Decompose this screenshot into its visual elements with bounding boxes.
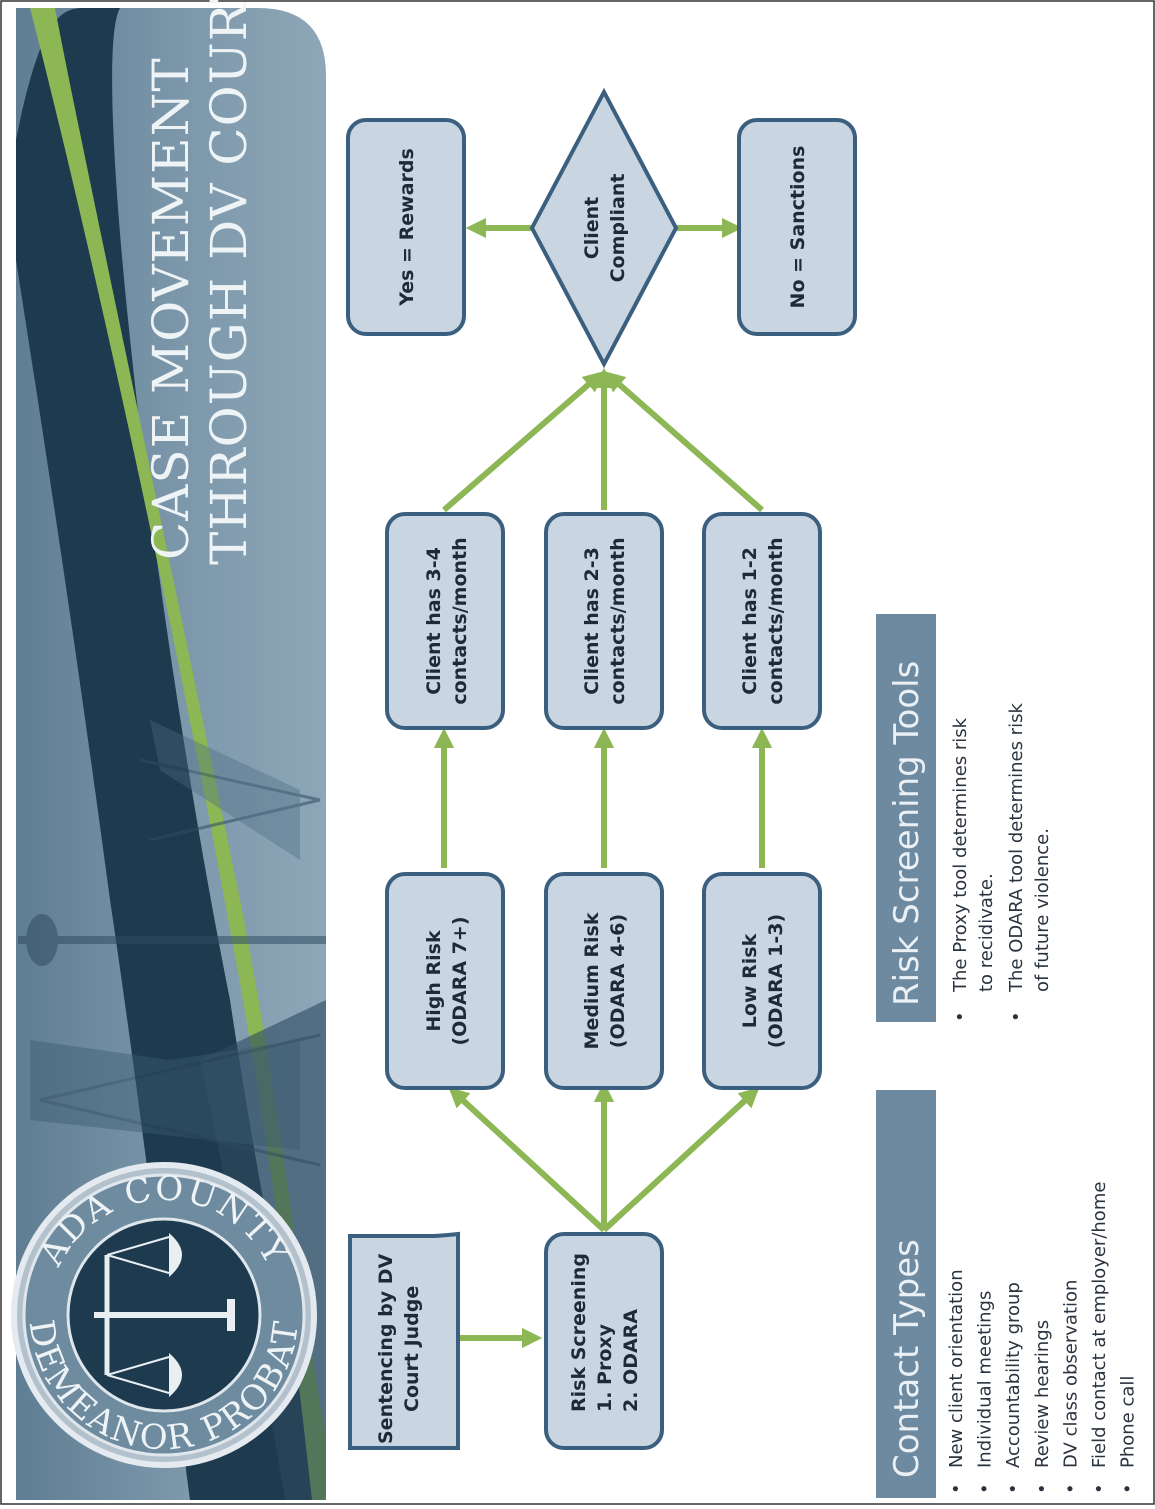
medium-risk-line-1: Medium Risk	[581, 912, 603, 1049]
contact-type-bullet: •	[1089, 1483, 1110, 1494]
screening-line-2: 1. Proxy	[594, 1323, 616, 1412]
medium-risk-box	[544, 872, 664, 1090]
arrow-high-contacts-to-compliant	[442, 371, 604, 513]
arrow-screening-to-high	[448, 1087, 607, 1233]
low-contacts-line-1: Client has 1-2	[739, 547, 761, 695]
contact-types-title-bar	[876, 1090, 936, 1498]
contact-type-item: Field contact at employer/home	[1089, 1182, 1110, 1468]
contact-type-item: Review hearings	[1032, 1320, 1053, 1468]
medium-contacts-box	[544, 512, 664, 730]
contact-type-item: New client orientation	[946, 1269, 967, 1468]
low-risk-box	[702, 872, 822, 1090]
medium-contacts-line-1: Client has 2-3	[581, 547, 603, 695]
medium-contacts-line-2: contacts/month	[607, 537, 629, 704]
high-contacts-line-1: Client has 3-4	[423, 547, 445, 695]
compliant-line-2: Compliant	[607, 174, 629, 283]
compliant-line-1: Client	[581, 197, 603, 259]
contact-type-item: Individual meetings	[975, 1291, 996, 1468]
risk-tools-title: Risk Screening Tools	[887, 661, 927, 1006]
medium-risk-line-2: (ODARA 4-6)	[607, 914, 629, 1048]
high-risk-line-1: High Risk	[423, 930, 445, 1032]
arrow-low-contacts-to-compliant	[604, 371, 764, 513]
risk-tools-item-2-line-2: of future violence.	[1032, 828, 1053, 992]
title-line-1: CASE MOVEMENT	[142, 57, 200, 560]
risk-tools-section: Risk Screening Tools • The Proxy tool de…	[876, 614, 1053, 1022]
header-banner: CASE MOVEMENT THROUGH DV COURT	[16, 0, 326, 1500]
high-risk-line-2: (ODARA 7+)	[449, 916, 471, 1045]
scales-silhouette	[18, 720, 326, 1167]
risk-tools-item-2-line-1: The ODARA tool determines risk	[1006, 703, 1027, 993]
contact-types-title: Contact Types	[887, 1239, 927, 1478]
contact-type-bullet: •	[975, 1483, 996, 1494]
risk-tools-bullet-2: •	[1006, 1011, 1027, 1022]
risk-screening-box	[544, 1232, 664, 1450]
sentencing-line-1: Sentencing by DV	[375, 1254, 397, 1444]
risk-tools-title-bar	[876, 614, 936, 1022]
risk-tools-item-1-line-2: to recidivate.	[976, 873, 997, 992]
screening-line-1: Risk Screening	[568, 1253, 590, 1412]
sentencing-box	[348, 1231, 460, 1450]
flow-arrows	[433, 217, 773, 1349]
low-contacts-line-2: contacts/month	[765, 537, 787, 704]
no-sanctions-box	[737, 118, 857, 336]
arrow-screening-to-low	[601, 1087, 760, 1233]
yes-rewards-label: Yes = Rewards	[396, 148, 418, 307]
low-risk-line-2: (ODARA 1-3)	[765, 914, 787, 1048]
no-sanctions-label: No = Sanctions	[787, 146, 809, 309]
contact-type-bullet: •	[1032, 1483, 1053, 1494]
high-contacts-box	[385, 512, 505, 730]
compliant-diamond	[529, 87, 679, 369]
sentencing-line-2: Court Judge	[401, 1286, 423, 1412]
screening-line-3: 2. ODARA	[620, 1309, 642, 1412]
low-risk-line-1: Low Risk	[739, 933, 761, 1028]
contact-type-bullet: •	[1060, 1483, 1081, 1494]
seal-scales-icon	[94, 1233, 235, 1397]
contact-type-item: Accountability group	[1003, 1282, 1024, 1468]
flow-labels: Sentencing by DV Court Judge Risk Screen…	[375, 146, 809, 1444]
contact-types-list: • New client orientation • Individual meeti…	[946, 1182, 1139, 1494]
contact-type-item: DV class observation	[1060, 1280, 1081, 1468]
high-contacts-line-2: contacts/month	[449, 537, 471, 704]
risk-tools-item-1-line-1: The Proxy tool determines risk	[950, 717, 971, 993]
low-contacts-box	[702, 512, 822, 730]
title-line-2: THROUGH DV COURT	[200, 0, 258, 565]
flow-boxes	[346, 87, 857, 1450]
contact-types-section: Contact Types • New client orientation • In…	[876, 1090, 1139, 1498]
contact-type-bullet: •	[946, 1483, 967, 1494]
contact-type-item: Phone call	[1118, 1376, 1139, 1468]
yes-rewards-box	[346, 118, 466, 336]
risk-tools-bullet-1: •	[950, 1011, 971, 1022]
high-risk-box	[385, 872, 505, 1090]
contact-type-bullet: •	[1003, 1483, 1024, 1494]
contact-type-bullet: •	[1118, 1483, 1139, 1494]
